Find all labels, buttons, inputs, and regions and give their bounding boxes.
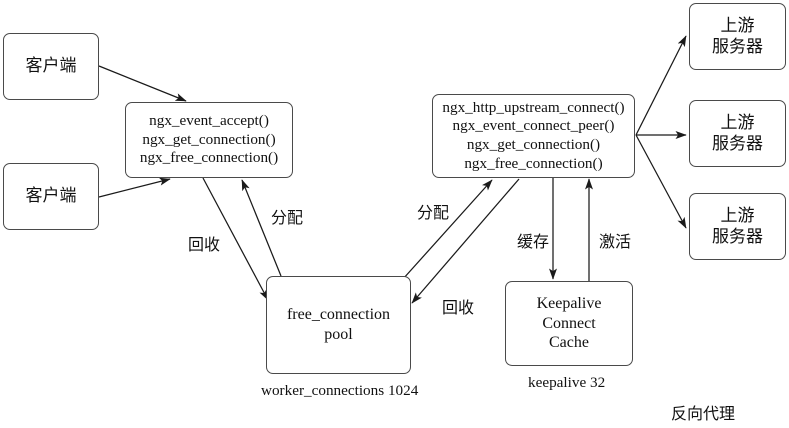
edge-label-recycle-left: 回收 — [188, 237, 221, 254]
edge-client-bottom-to-accept — [98, 177, 171, 198]
node-keepalive-connect-cache-label: Keepalive Connect Cache — [536, 295, 602, 352]
edge-pool-to-accept-allocate — [241, 179, 282, 277]
node-upstream-server-1[interactable]: 上游 服务器 — [689, 3, 786, 70]
node-upstream-server-3-label: 上游 服务器 — [712, 205, 763, 246]
edge-pool-to-upstream-allocate — [402, 179, 493, 280]
edge-label-allocate-left: 分配 — [271, 210, 304, 227]
edge-upstream-to-pool-recycle — [411, 178, 520, 304]
node-client-bottom-label: 客户端 — [25, 186, 77, 206]
node-free-connection-pool-label: free_connection pool — [286, 306, 391, 343]
node-accept-box[interactable]: ngx_event_accept() ngx_get_connection() … — [125, 102, 293, 178]
node-upstream-server-3[interactable]: 上游 服务器 — [689, 193, 786, 260]
node-upstream-connect-box-label: ngx_http_upstream_connect() ngx_event_co… — [442, 98, 625, 172]
node-upstream-server-1-label: 上游 服务器 — [712, 15, 763, 56]
edge-upstream-to-server-1 — [635, 35, 687, 136]
node-accept-box-label: ngx_event_accept() ngx_get_connection() … — [139, 112, 279, 167]
edge-label-cache: 缓存 — [517, 234, 550, 251]
node-upstream-server-2[interactable]: 上游 服务器 — [689, 100, 786, 167]
edge-label-activate: 激活 — [599, 234, 632, 251]
edge-upstream-to-server-3 — [635, 134, 687, 229]
node-upstream-connect-box[interactable]: ngx_http_upstream_connect() ngx_event_co… — [432, 94, 635, 178]
edge-label-recycle-right: 回收 — [442, 300, 475, 317]
node-client-top-label: 客户端 — [25, 56, 77, 76]
caption-keepalive: keepalive 32 — [528, 374, 606, 391]
caption-worker-connections: worker_connections 1024 — [261, 382, 419, 399]
node-client-top[interactable]: 客户端 — [3, 33, 99, 100]
node-keepalive-connect-cache[interactable]: Keepalive Connect Cache — [505, 281, 633, 366]
node-client-bottom[interactable]: 客户端 — [3, 163, 99, 230]
edge-label-allocate-right: 分配 — [417, 205, 450, 222]
label-reverse-proxy: 反向代理 — [671, 406, 736, 423]
node-upstream-server-2-label: 上游 服务器 — [712, 112, 763, 153]
edge-client-top-to-accept — [98, 65, 187, 102]
node-free-connection-pool[interactable]: free_connection pool — [266, 276, 411, 374]
